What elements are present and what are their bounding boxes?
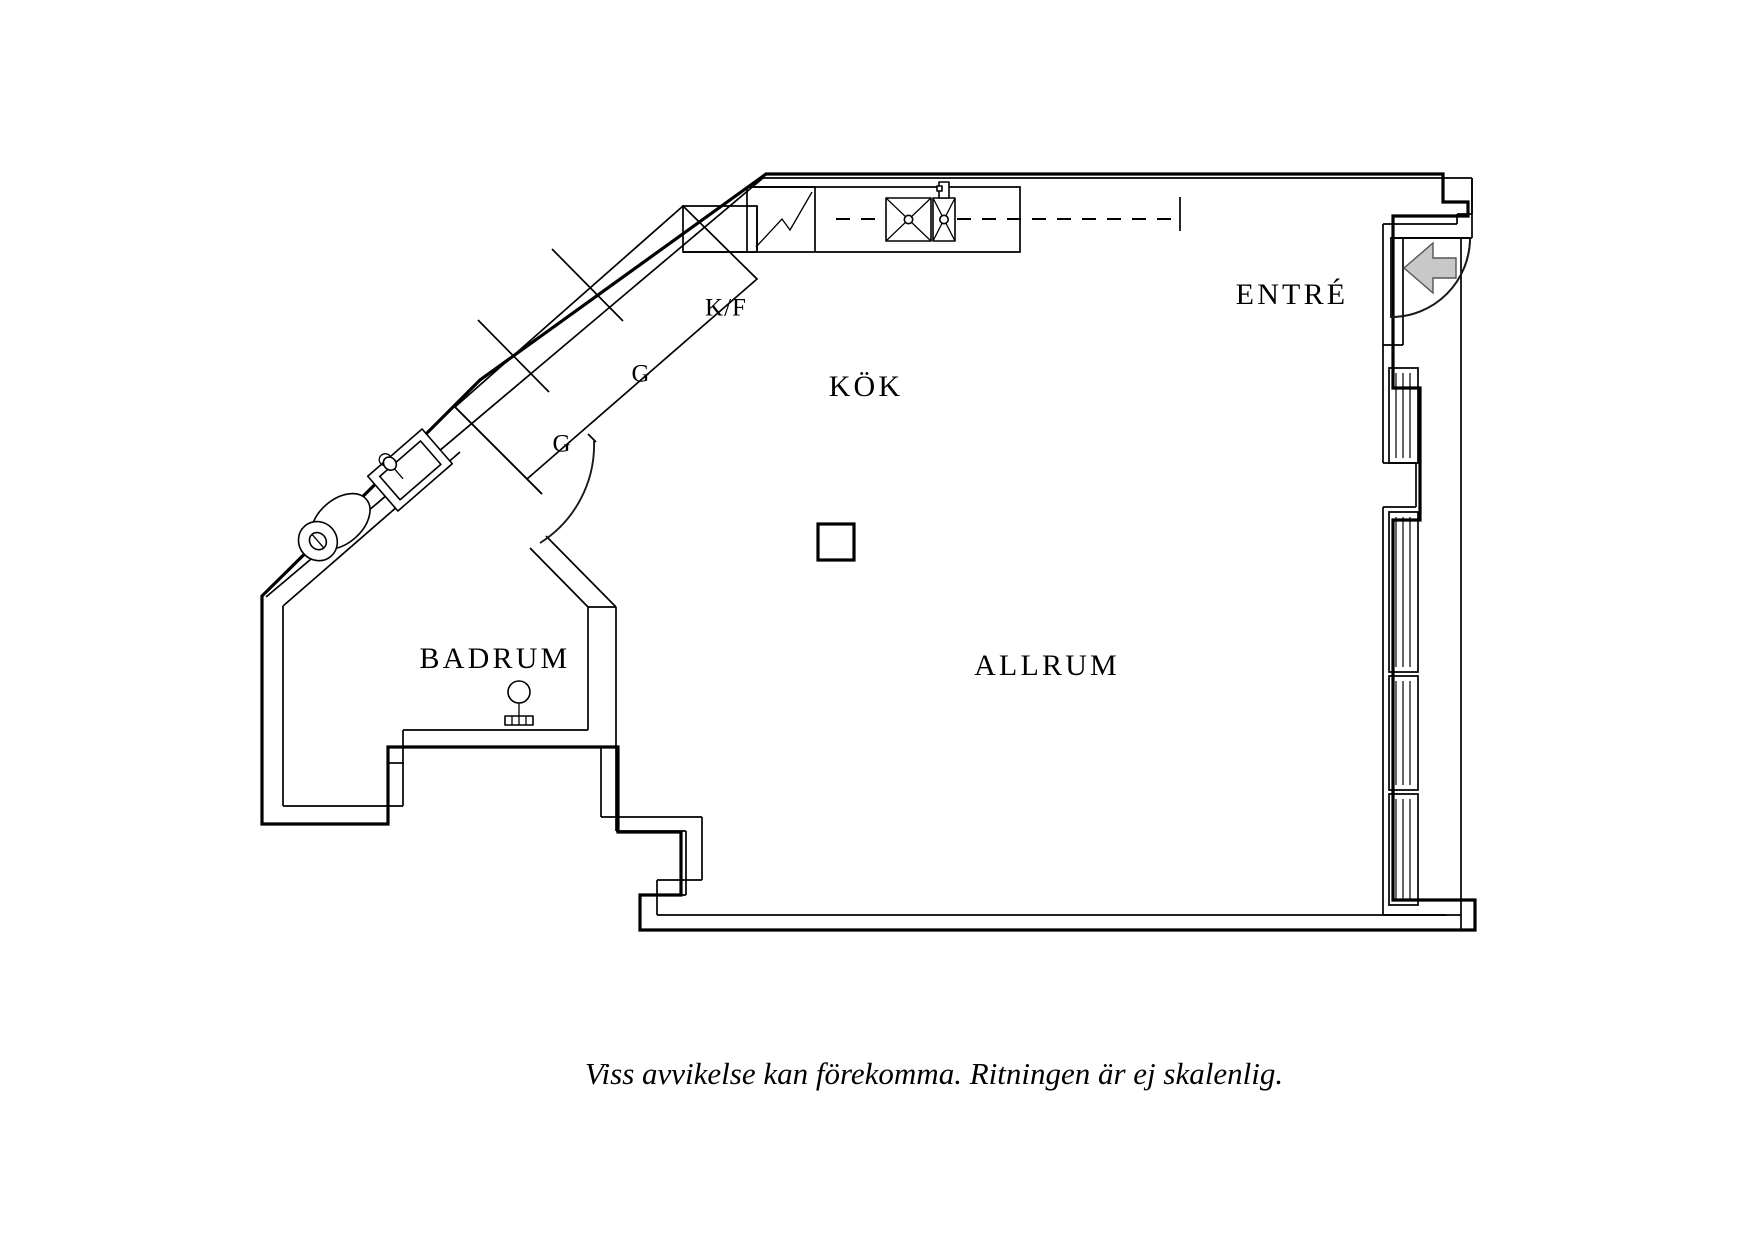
disclaimer-caption: Viss avvikelse kan förekomma. Ritningen … (585, 1056, 1283, 1091)
closet-bank (453, 204, 759, 495)
kitchen-sink-icon (885, 197, 932, 242)
washbasin-icon (366, 428, 454, 512)
closet-label-g2: G (552, 431, 571, 458)
room-label-entre: ENTRÉ (1236, 278, 1349, 311)
entry-door[interactable] (1390, 237, 1471, 318)
room-label-badrum: BADRUM (420, 642, 571, 675)
room-label-kok: KÖK (829, 370, 904, 403)
stove-icon (755, 191, 813, 248)
bathroom-door[interactable] (539, 433, 597, 544)
faucet-basin-icon (932, 181, 956, 242)
toilet-icon (297, 492, 371, 562)
kitchen-counter (683, 186, 1021, 253)
window-north (1388, 367, 1419, 464)
room-label-allrum: ALLRUM (974, 649, 1120, 682)
closet-label-g1: G (631, 361, 650, 388)
closet-label-kf: K/F (705, 295, 747, 322)
door-direction-arrow (1402, 241, 1457, 295)
structural-column (816, 522, 856, 562)
cabinet-box (682, 205, 758, 253)
window-south (1388, 675, 1419, 791)
radiator-icon (504, 680, 534, 726)
window-middle (1388, 511, 1419, 673)
window-south-lower (1388, 793, 1419, 906)
